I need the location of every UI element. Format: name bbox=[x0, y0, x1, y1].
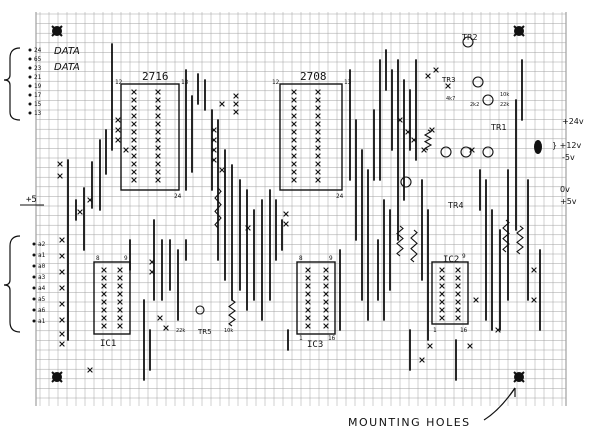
ic-2708 bbox=[279, 83, 343, 191]
tr3-label: TR3 bbox=[441, 76, 456, 84]
discrete-components bbox=[195, 36, 524, 327]
ic1-pin-9: 9 bbox=[124, 255, 128, 262]
ic2-pin-9: 9 bbox=[462, 253, 466, 260]
data-bus-pin-label: 15 bbox=[34, 101, 42, 108]
ic-2716-pin-bottom: 24 bbox=[174, 193, 182, 200]
data-label-1: DATA bbox=[54, 46, 80, 57]
resistor bbox=[502, 219, 510, 253]
ic1-body bbox=[93, 261, 131, 335]
data-bus-pin-label: 21 bbox=[34, 74, 42, 81]
ic-2716-pin-left: 12 bbox=[115, 79, 123, 86]
address-pin-label: a3 bbox=[38, 274, 46, 281]
resistor-10k-b: 10k bbox=[500, 92, 509, 98]
resistor bbox=[214, 187, 222, 229]
mounting-hole-bottom-right bbox=[513, 371, 525, 383]
resistor-10k-a: 10k bbox=[224, 328, 233, 334]
mounting-hole-top-left bbox=[51, 25, 63, 37]
transistor bbox=[472, 76, 484, 88]
address-pin-label: a1 bbox=[38, 318, 46, 325]
ic-2708-body bbox=[279, 83, 343, 191]
address-pin-label: a2 bbox=[38, 241, 46, 248]
resistor bbox=[396, 225, 404, 257]
tr5-label: TR5 bbox=[197, 328, 212, 336]
transistor bbox=[482, 146, 494, 158]
ic1-pin-8: 8 bbox=[96, 255, 100, 262]
resistor bbox=[410, 229, 418, 263]
ic-2716-pin-right: 13 bbox=[181, 79, 189, 86]
power-connector bbox=[534, 140, 542, 154]
ic1 bbox=[93, 261, 131, 335]
resistor-2k2: 2k2 bbox=[470, 102, 479, 108]
power-12v: } +12v bbox=[552, 141, 582, 150]
transistor bbox=[460, 146, 472, 158]
caption-arrow bbox=[483, 387, 516, 421]
ic-2708-pin-bottom: 24 bbox=[336, 193, 344, 200]
ic3-body bbox=[296, 261, 336, 335]
address-pin-labels: a2 a1 a0 a3 a4 a5 a6 a1 bbox=[32, 241, 46, 325]
ic3-pin-16: 16 bbox=[328, 335, 336, 342]
address-pin-label: a4 bbox=[38, 285, 46, 292]
ic-2716 bbox=[120, 83, 180, 191]
power-24v: +24v bbox=[562, 117, 584, 126]
data-bus-pin-label: 23 bbox=[34, 65, 42, 72]
address-pin-label: a1 bbox=[38, 252, 46, 259]
data-label-2: DATA bbox=[54, 62, 80, 73]
power-minus5v: -5v bbox=[562, 153, 575, 162]
tr5-body bbox=[195, 305, 205, 315]
resistor bbox=[423, 129, 433, 151]
address-pin-label: a0 bbox=[38, 263, 46, 270]
ic2 bbox=[431, 261, 469, 325]
ic-2708-label: 2708 bbox=[300, 70, 327, 83]
data-bus-brace bbox=[3, 47, 21, 121]
ic3 bbox=[296, 261, 336, 335]
left-plus5-label: +5 bbox=[26, 195, 37, 205]
ic3-pin-9: 9 bbox=[329, 255, 333, 262]
tr4-label: TR4 bbox=[447, 201, 464, 210]
transistor bbox=[440, 146, 452, 158]
mounting-hole-top-right bbox=[513, 25, 525, 37]
resistor bbox=[228, 299, 236, 327]
data-bus-pin-labels: 24 65 23 21 19 17 15 13 bbox=[28, 47, 42, 117]
power-plus5v: +5v bbox=[560, 197, 577, 206]
address-brace bbox=[3, 235, 21, 333]
ic-2716-label: 2716 bbox=[142, 70, 169, 83]
track-breaks bbox=[57, 67, 537, 373]
ic-2708-pin-right: 13 bbox=[344, 79, 352, 86]
mounting-hole-bottom-left bbox=[51, 371, 63, 383]
address-pin-label: a6 bbox=[38, 307, 46, 314]
ic-2708-pin-left: 12 bbox=[272, 79, 280, 86]
power-labels: +24v } +12v -5v 0v +5v bbox=[534, 117, 584, 206]
ic3-pin-1: 1 bbox=[299, 335, 303, 342]
ic1-label: IC1 bbox=[100, 339, 116, 349]
data-bus-pin-label: 13 bbox=[34, 110, 42, 117]
ic2-label: IC2 bbox=[443, 255, 459, 265]
resistor-22k-a: 22k bbox=[176, 328, 185, 334]
ic-2716-body bbox=[120, 83, 180, 191]
copper-tracks bbox=[67, 43, 541, 381]
data-bus-pin-label: 24 bbox=[34, 47, 42, 54]
resistor bbox=[516, 225, 524, 255]
resistor-4k7: 4k7 bbox=[446, 96, 455, 102]
ic3-label: IC3 bbox=[307, 340, 323, 350]
power-0v: 0v bbox=[560, 185, 570, 194]
data-bus-pin-label: 19 bbox=[34, 83, 42, 90]
ic2-pin-16: 16 bbox=[460, 327, 468, 334]
transistor bbox=[482, 94, 494, 106]
stripboard-grid bbox=[35, 12, 567, 406]
mounting-holes-caption: MOUNTING HOLES bbox=[348, 416, 471, 429]
ic2-body bbox=[431, 261, 469, 325]
data-bus-pin-label: 17 bbox=[34, 92, 42, 99]
transistor bbox=[400, 176, 412, 188]
mounting-holes bbox=[51, 25, 525, 383]
data-bus-pin-label: 65 bbox=[34, 56, 42, 63]
ic3-pin-8: 8 bbox=[299, 255, 303, 262]
address-pin-label: a5 bbox=[38, 296, 46, 303]
transistor bbox=[462, 36, 474, 48]
resistor-22k-b: 22k bbox=[500, 102, 509, 108]
ic2-pin-1: 1 bbox=[433, 327, 437, 334]
tr1-label: TR1 bbox=[490, 123, 507, 132]
